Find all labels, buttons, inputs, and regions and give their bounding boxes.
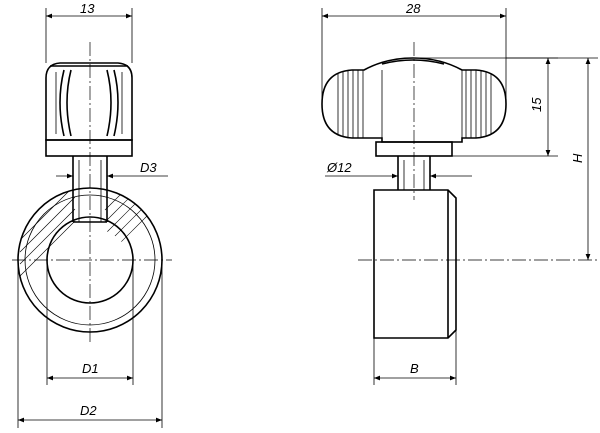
label-D3: D3 <box>140 160 157 175</box>
left-view: 13 D3 D1 D2 <box>12 1 172 428</box>
dimension-D1: D1 <box>46 265 134 385</box>
dimension-D2: D2 <box>17 260 163 428</box>
grip-lines-left <box>337 70 364 138</box>
label-13: 13 <box>80 1 95 16</box>
dimension-15: 15 <box>414 57 558 157</box>
knob-head-front <box>45 62 133 157</box>
shaft-side <box>397 156 431 190</box>
dimension-H: H <box>506 57 598 260</box>
dimension-28: 28 <box>321 1 507 104</box>
dimension-13: 13 <box>45 1 133 63</box>
label-H: H <box>570 153 585 163</box>
knob-head-side <box>321 57 507 157</box>
label-D2: D2 <box>80 403 97 418</box>
label-D1: D1 <box>82 361 99 376</box>
dimension-dia-12: Ø12 <box>325 160 472 179</box>
dimension-B: B <box>373 330 457 385</box>
grip-lines-right <box>465 70 492 138</box>
label-15: 15 <box>529 97 544 112</box>
dimension-D3: D3 <box>56 160 168 179</box>
label-B: B <box>410 361 419 376</box>
clamp-body-side <box>373 189 457 339</box>
label-dia-12: Ø12 <box>326 160 352 175</box>
right-view: 28 15 H Ø12 B <box>321 1 600 385</box>
label-28: 28 <box>405 1 421 16</box>
